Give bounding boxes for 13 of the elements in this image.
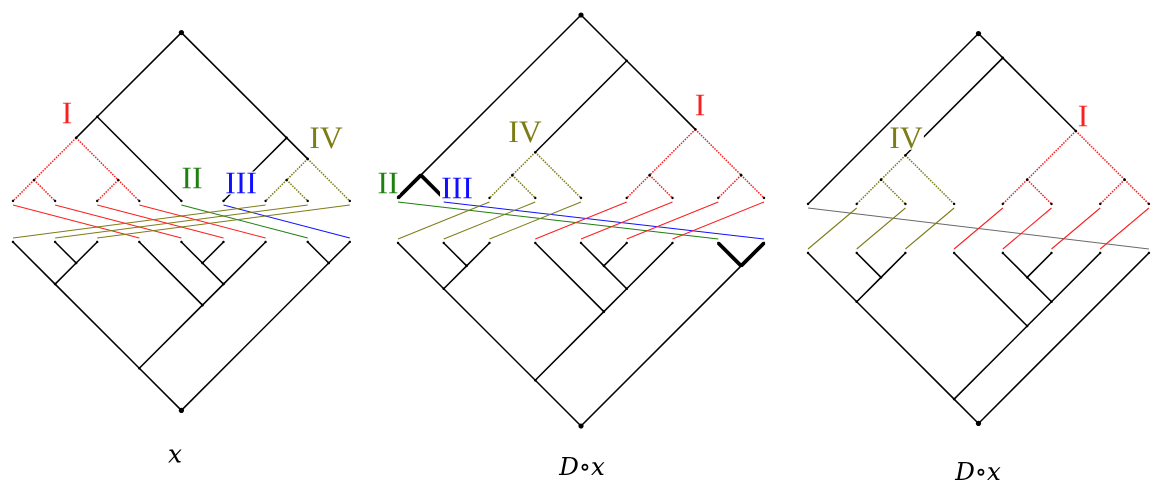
roman-numeral-label: II [180,166,204,190]
roman-numeral-label: IV [308,126,344,150]
roman-numeral-label: III [224,171,258,195]
roman-numeral-label: I [1076,104,1090,128]
roman-numeral-label: I [60,101,74,125]
panel-caption: x [166,448,184,464]
roman-numeral-label: II [376,171,400,195]
roman-numeral-label: IV [507,120,543,144]
panel-caption: D∘x [558,455,606,477]
roman-numeral-label: III [440,176,474,200]
roman-numeral-label: I [693,93,707,117]
panel-caption: D∘x [954,460,1002,482]
roman-numeral-label: IV [888,126,924,150]
